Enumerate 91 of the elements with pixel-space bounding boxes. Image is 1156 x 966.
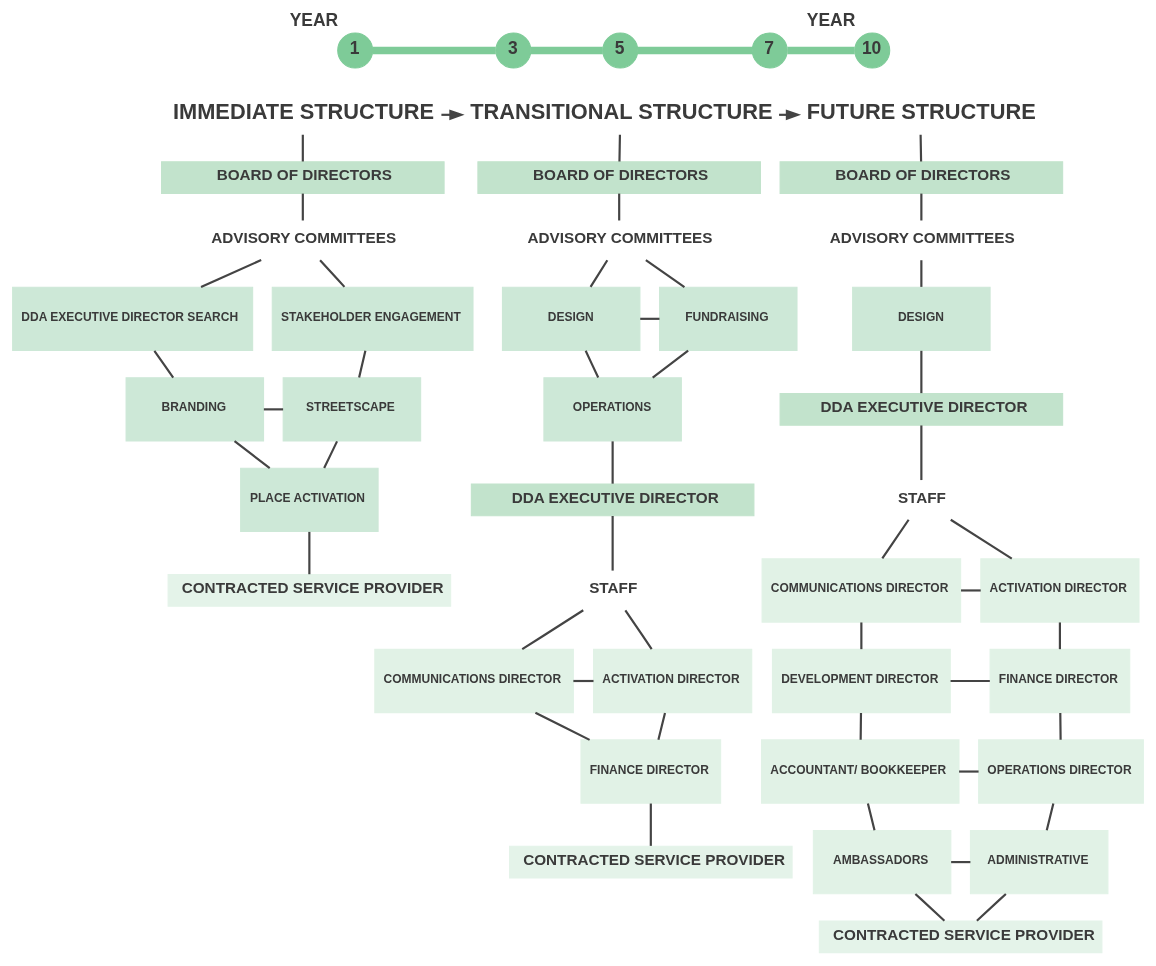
connector [611,441,614,484]
node-box: AMBASSADORS [812,829,952,895]
node-box: BRANDING [125,377,265,442]
node-box: PLACE ACTIVATION [240,467,379,533]
connector [624,609,653,650]
connector [920,193,923,221]
node-label: YEAR [806,10,856,31]
connector [263,408,284,411]
connector [920,425,923,481]
node-box: CONTRACTED SERVICE PROVIDER [167,574,452,607]
connector [611,516,614,571]
connector [584,350,600,378]
node-box: ACTIVATION DIRECTOR [980,558,1140,623]
node-box: FUNDRAISING [659,286,798,351]
connector [920,350,923,394]
node-circle: 5 [602,32,639,69]
connector [308,531,311,575]
node-box: COMMUNICATIONS DIRECTOR [761,558,962,623]
node-text: STAFF [897,488,946,506]
node-box: OPERATIONS DIRECTOR [978,739,1144,804]
connector [1059,713,1062,740]
connector [301,134,304,162]
node-box: BOARD OF DIRECTORS [477,161,761,194]
connector [657,712,667,740]
connector [951,861,971,864]
connector [618,193,621,221]
node-box: FINANCE DIRECTOR [580,739,722,804]
connector [652,349,689,379]
connector [573,679,594,683]
node-label: YEAR [289,10,339,31]
connector [319,259,346,288]
connector [919,134,923,162]
connector [914,893,946,922]
node-box: DDA EXECUTIVE DIRECTOR [779,393,1064,426]
node-text: STAFF [589,579,638,597]
node-box: ACTIVATION DIRECTOR [593,648,753,714]
connector [920,260,923,287]
node-circle: 7 [751,32,788,69]
node-text: TRANSITIONAL STRUCTURE [470,99,773,125]
connector [961,589,981,592]
node-box: DDA EXECUTIVE DIRECTOR [470,483,755,517]
node-box: STAKEHOLDER ENGAGEMENT [271,286,474,351]
connector [649,803,652,846]
connector [618,134,621,162]
connector [534,711,591,741]
node-text: ADVISORY COMMITTEES [527,229,713,247]
connector [589,259,609,288]
node-box: ADMINISTRATIVE [969,829,1109,895]
node-box: OPERATIONS [543,377,682,442]
connector [860,622,863,650]
connector [200,259,262,289]
node-circle: 3 [495,32,532,69]
node-box: BOARD OF DIRECTORS [161,161,445,194]
connector [358,350,367,378]
node-box: STREETSCAPE [282,377,422,442]
connector [787,46,855,55]
node-text: ADVISORY COMMITTEES [211,229,397,247]
connector [637,46,753,55]
connector [959,770,979,773]
node-box: ACCOUNTANT/ BOOKKEEPER [761,739,960,804]
connector [1058,622,1061,650]
connector [233,440,271,470]
connector [859,713,863,740]
node-box: BOARD OF DIRECTORS [779,161,1064,194]
connector [521,609,584,651]
connector [1045,803,1055,831]
node-text: ADVISORY COMMITTEES [829,229,1015,247]
connector [881,519,910,560]
connector [323,440,338,469]
node-box: DDA EXECUTIVE DIRECTOR SEARCH [12,286,254,351]
connector [640,317,660,320]
node-box: CONTRACTED SERVICE PROVIDER [509,845,793,879]
connector [301,193,304,221]
node-circle: 1 [337,32,374,69]
node-box: CONTRACTED SERVICE PROVIDER [818,920,1103,954]
connector [645,259,686,288]
connector [530,46,603,55]
connector [372,46,496,55]
node-box: FINANCE DIRECTOR [989,648,1131,714]
connector [153,350,175,379]
node-box: COMMUNICATIONS DIRECTOR [374,648,574,714]
node-text: FUTURE STRUCTURE [806,99,1036,125]
connector [950,679,990,683]
node-text: IMMEDIATE STRUCTURE [173,99,435,125]
connector [866,803,876,831]
node-box: DESIGN [852,286,991,351]
node-box: DEVELOPMENT DIRECTOR [771,648,951,714]
node-circle: 10 [854,32,891,69]
connector [950,518,1013,560]
connector [976,893,1007,922]
node-box: DESIGN [501,286,641,351]
